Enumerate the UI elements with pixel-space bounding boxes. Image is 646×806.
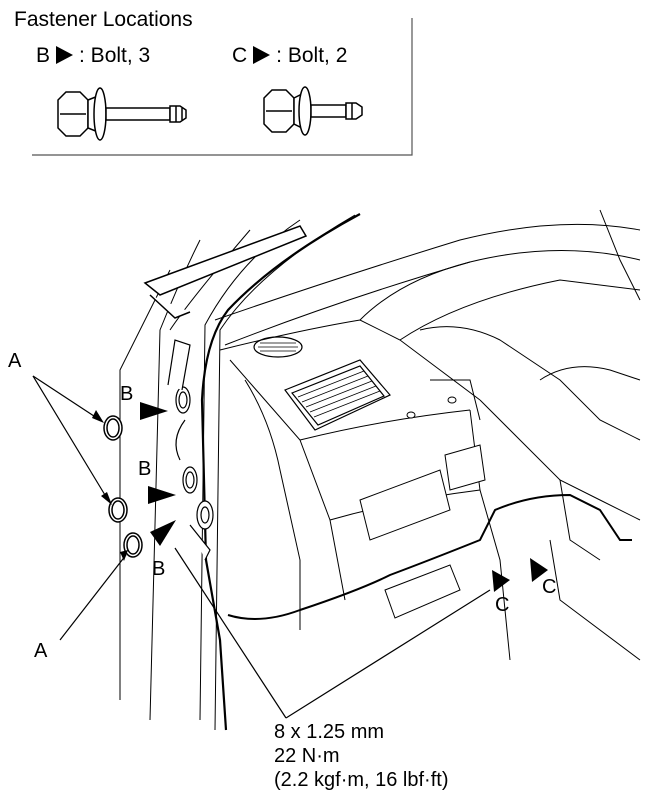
callout-c-left: C: [495, 594, 510, 616]
callout-b-upper: B: [120, 383, 134, 405]
bolt-c-illustration: [263, 86, 363, 136]
defroster-grille: [253, 336, 303, 358]
a-pillar: [119, 214, 356, 731]
legend-letter-c: C: [232, 44, 248, 67]
bolt-size: 8 x 1.25 mm: [274, 721, 385, 743]
clip-a: [103, 415, 143, 558]
arrowheads: [92, 410, 128, 561]
callout-b-middle: B: [138, 458, 152, 480]
panel-holes: [167, 339, 214, 561]
callout-a-lower: A: [34, 640, 48, 662]
weatherstrip-line: [200, 213, 361, 731]
torque-alt-units: (2.2 kgf·m, 16 lbf·ft): [274, 769, 449, 791]
triangle-marker-icon: [56, 45, 74, 64]
legend-title: Fastener Locations: [14, 8, 193, 31]
legend-item-c: C : Bolt, 2: [232, 44, 347, 68]
wire-harness: [227, 493, 632, 620]
triangle-marker-icon: [253, 45, 271, 64]
c-markers: [492, 558, 548, 592]
small-knobs: [406, 396, 457, 419]
callout-b-lower: B: [152, 558, 166, 580]
legend-item-b: B : Bolt, 3: [36, 44, 150, 68]
torque-value: 22 N·m: [274, 745, 340, 767]
torque-spec: 8 x 1.25 mm 22 N·m (2.2 kgf·m, 16 lbf·ft…: [274, 720, 449, 792]
legend-text-b: : Bolt, 3: [79, 44, 151, 67]
center-vent: [284, 359, 391, 431]
legend-text-c: : Bolt, 2: [276, 44, 348, 67]
leader-lines: [32, 375, 491, 719]
upper-trim: [143, 225, 308, 319]
bolt-b-illustration: [57, 87, 187, 141]
lower-panels: [359, 444, 486, 619]
callout-c-right: C: [542, 576, 557, 598]
b-markers: [140, 402, 176, 546]
legend-letter-b: B: [36, 44, 51, 67]
callout-a-upper: A: [8, 350, 22, 372]
legend-frame: [32, 18, 413, 156]
